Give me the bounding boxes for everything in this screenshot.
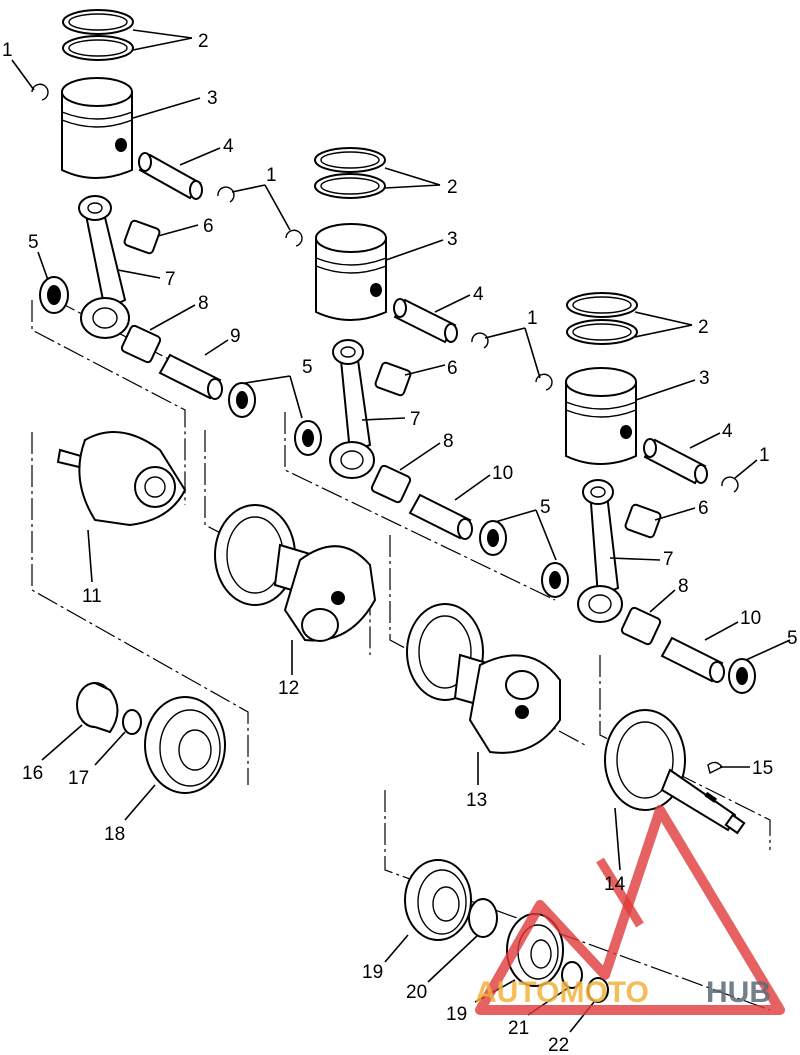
callout-18: 18 xyxy=(104,824,125,845)
seal xyxy=(228,382,256,418)
connecting-rod-left xyxy=(78,195,130,339)
callout-2: 2 xyxy=(198,31,209,52)
snap-ring xyxy=(122,709,142,735)
crank-section-12 xyxy=(214,504,377,642)
piston-rings xyxy=(314,147,386,199)
callout-7: 7 xyxy=(663,549,674,570)
callout-1: 1 xyxy=(266,165,277,186)
seal xyxy=(541,562,569,598)
watermark: AUTOMOTO HUB xyxy=(475,805,785,1015)
callout-20: 20 xyxy=(406,982,427,1003)
callout-5: 5 xyxy=(302,357,313,378)
callout-14: 14 xyxy=(604,874,626,895)
spacer-tube xyxy=(660,636,725,683)
needle-bearing xyxy=(624,503,662,539)
spacer-tube xyxy=(158,353,223,400)
callout-7: 7 xyxy=(410,409,421,430)
watermark-logo xyxy=(475,805,785,1015)
callout-5: 5 xyxy=(787,628,798,649)
callout-10: 10 xyxy=(492,463,513,484)
needle-bearing xyxy=(123,219,161,255)
callout-22: 22 xyxy=(548,1035,569,1055)
callout-15: 15 xyxy=(752,758,773,779)
piston-rings xyxy=(566,292,638,345)
piston-pin xyxy=(643,438,708,485)
needle-bearing xyxy=(120,324,162,364)
watermark-text-hub: HUB xyxy=(706,976,771,1009)
piston xyxy=(61,77,133,179)
spacer-tube xyxy=(408,493,473,540)
piston-group-left xyxy=(31,9,235,203)
callout-11: 11 xyxy=(82,586,102,607)
callout-8: 8 xyxy=(443,431,454,452)
piston-rings xyxy=(62,9,134,61)
piston-pin xyxy=(393,298,458,344)
circlip xyxy=(721,476,739,493)
needle-bearing xyxy=(620,606,662,646)
circlip xyxy=(31,83,49,101)
callout-labels: 2 1 3 4 2 1 6 5 3 7 4 8 1 2 9 5 6 3 7 4 … xyxy=(2,31,798,1055)
callout-3: 3 xyxy=(207,88,218,109)
callout-1: 1 xyxy=(2,40,13,61)
callout-2: 2 xyxy=(447,177,458,198)
callout-6: 6 xyxy=(447,358,458,379)
seal xyxy=(561,961,583,989)
callout-3: 3 xyxy=(699,368,710,389)
bushing xyxy=(76,682,119,734)
piston-group-middle xyxy=(285,147,489,349)
callout-7: 7 xyxy=(165,269,176,290)
seal xyxy=(728,658,756,694)
callout-8: 8 xyxy=(678,576,689,597)
callout-8: 8 xyxy=(198,293,209,314)
needle-bearing xyxy=(370,464,412,504)
callout-1: 1 xyxy=(527,308,538,329)
circlip xyxy=(285,229,303,247)
callout-12: 12 xyxy=(278,678,299,699)
reference-lines xyxy=(31,299,771,1011)
snap-ring xyxy=(468,898,498,938)
crank-half-left xyxy=(56,431,187,527)
leader-lines xyxy=(11,29,791,1033)
connecting-rod-right xyxy=(577,479,623,623)
main-bearing xyxy=(404,859,472,941)
crank-end-14 xyxy=(604,709,746,835)
circlip xyxy=(535,373,553,391)
callout-5: 5 xyxy=(540,497,551,518)
callout-19: 19 xyxy=(446,1004,467,1025)
callout-4: 4 xyxy=(722,421,733,442)
watermark-text-automoto: AUTOMOTO xyxy=(475,976,649,1009)
callout-2: 2 xyxy=(698,317,709,338)
woodruff-key xyxy=(707,761,724,775)
needle-bearing xyxy=(374,361,412,397)
seal xyxy=(294,420,322,456)
piston xyxy=(315,223,387,321)
main-bearing xyxy=(144,696,226,794)
callout-5: 5 xyxy=(28,232,39,253)
piston-group-right xyxy=(535,292,739,493)
seal xyxy=(479,520,507,556)
callout-10: 10 xyxy=(740,608,761,629)
callout-6: 6 xyxy=(203,216,214,237)
callout-6: 6 xyxy=(698,498,709,519)
callout-4: 4 xyxy=(473,284,484,305)
callout-19: 19 xyxy=(362,962,383,983)
callout-9: 9 xyxy=(230,326,241,347)
callout-21: 21 xyxy=(508,1018,529,1039)
callout-17: 17 xyxy=(68,768,89,789)
callout-16: 16 xyxy=(22,763,43,784)
piston-pin xyxy=(138,152,203,200)
callout-3: 3 xyxy=(447,229,458,250)
callout-4: 4 xyxy=(223,136,234,157)
callout-1: 1 xyxy=(759,445,770,466)
crank-section-13 xyxy=(406,603,561,754)
callout-13: 13 xyxy=(466,790,487,811)
connecting-rod-middle xyxy=(329,339,375,479)
circlip xyxy=(471,332,489,349)
seal xyxy=(39,276,69,314)
circlip xyxy=(217,186,235,203)
piston xyxy=(565,367,637,465)
bushing xyxy=(587,977,609,1003)
